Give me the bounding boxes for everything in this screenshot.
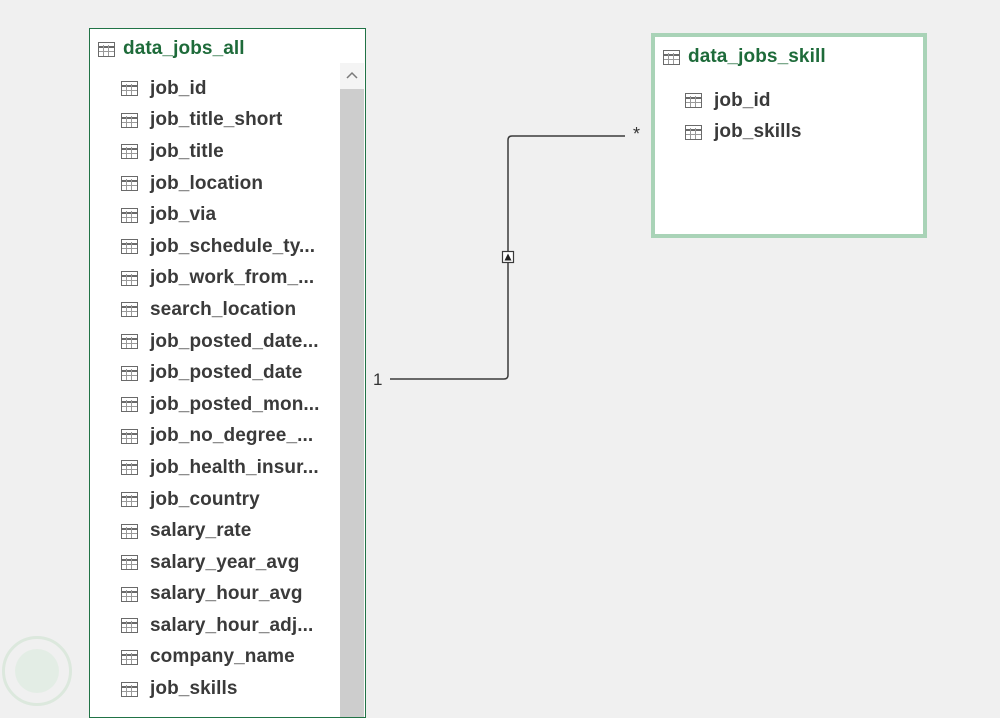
table-title: data_jobs_skill — [688, 46, 826, 67]
relationship-many-label: * — [633, 124, 641, 144]
field-label: job_id — [714, 89, 771, 111]
field-table-icon — [121, 492, 138, 508]
field-label: job_health_insur... — [150, 456, 319, 478]
field-row[interactable]: job_health_insur... — [121, 452, 320, 484]
relationship-line[interactable] — [390, 135, 625, 380]
field-list: job_id job_skills — [685, 85, 802, 148]
table-header[interactable]: data_jobs_all — [98, 37, 245, 61]
watermark-logo — [2, 636, 72, 706]
field-table-icon — [121, 555, 138, 571]
field-table-icon — [121, 523, 138, 539]
field-row[interactable]: job_via — [121, 199, 320, 231]
field-label: job_title_short — [150, 109, 283, 131]
field-label: job_posted_date... — [150, 330, 319, 352]
table-header[interactable]: data_jobs_skill — [663, 45, 826, 69]
field-label: job_posted_date — [150, 362, 303, 384]
field-table-icon — [121, 239, 138, 255]
field-table-icon — [121, 176, 138, 192]
field-label: search_location — [150, 298, 297, 320]
field-label: job_work_from_... — [150, 267, 315, 289]
field-table-icon — [121, 460, 138, 476]
field-table-icon — [121, 81, 138, 97]
field-row[interactable]: job_country — [121, 484, 320, 516]
scroll-up-button[interactable] — [340, 63, 364, 87]
field-label: salary_year_avg — [150, 551, 300, 573]
field-row[interactable]: job_skills — [121, 673, 320, 705]
field-label: job_id — [150, 77, 207, 99]
field-table-icon — [121, 586, 138, 602]
field-label: salary_hour_avg — [150, 583, 303, 605]
field-table-icon — [121, 144, 138, 160]
field-row[interactable]: salary_rate — [121, 515, 320, 547]
field-label: job_schedule_ty... — [150, 235, 316, 257]
field-label: job_title — [150, 140, 224, 162]
field-list: job_id job_title_short job_title job_locati… — [121, 73, 320, 705]
field-label: job_posted_mon... — [150, 393, 320, 415]
field-label: job_country — [150, 488, 260, 510]
field-table-icon — [121, 207, 138, 223]
field-row[interactable]: job_posted_date... — [121, 326, 320, 358]
scroll-thumb[interactable] — [340, 89, 364, 717]
field-row[interactable]: salary_year_avg — [121, 547, 320, 579]
cross-filter-direction-icon — [501, 250, 515, 264]
field-table-icon — [121, 649, 138, 665]
field-row[interactable]: job_posted_date — [121, 357, 320, 389]
field-table-icon — [685, 93, 702, 109]
field-row[interactable]: company_name — [121, 642, 320, 674]
field-row[interactable]: job_id — [121, 73, 320, 105]
field-row[interactable]: job_title_short — [121, 105, 320, 137]
field-table-icon — [121, 681, 138, 697]
field-table-icon — [121, 112, 138, 128]
chevron-up-icon — [346, 71, 358, 79]
table-title: data_jobs_all — [123, 38, 245, 59]
field-row[interactable]: salary_hour_avg — [121, 579, 320, 611]
field-row[interactable]: salary_hour_adj... — [121, 610, 320, 642]
field-table-icon — [121, 302, 138, 318]
field-table-icon — [121, 270, 138, 286]
field-row[interactable]: job_schedule_ty... — [121, 231, 320, 263]
field-label: job_skills — [150, 678, 238, 700]
field-row[interactable]: job_posted_mon... — [121, 389, 320, 421]
field-label: job_no_degree_... — [150, 425, 314, 447]
field-table-icon — [685, 124, 702, 140]
field-label: job_location — [150, 172, 264, 194]
field-row[interactable]: job_work_from_... — [121, 263, 320, 295]
watermark-shield-icon — [15, 649, 59, 693]
field-table-icon — [121, 428, 138, 444]
field-label: salary_rate — [150, 520, 252, 542]
table-card-data-jobs-skill[interactable]: data_jobs_skill job_id job_skills — [651, 33, 927, 238]
field-table-icon — [121, 397, 138, 413]
relationship-one-label: 1 — [373, 370, 383, 389]
vertical-scrollbar[interactable] — [340, 63, 364, 717]
field-label: job_skills — [714, 121, 802, 143]
field-row[interactable]: job_location — [121, 168, 320, 200]
field-row[interactable]: job_title — [121, 136, 320, 168]
field-label: salary_hour_adj... — [150, 614, 314, 636]
table-card-data-jobs-all[interactable]: data_jobs_all job_id job_title_short job_t… — [89, 28, 366, 718]
field-row[interactable]: job_no_degree_... — [121, 421, 320, 453]
field-table-icon — [121, 334, 138, 350]
field-row[interactable]: job_id — [685, 85, 802, 117]
field-table-icon — [121, 618, 138, 634]
table-icon — [98, 41, 115, 57]
field-row[interactable]: job_skills — [685, 117, 802, 149]
table-icon — [663, 49, 680, 65]
field-table-icon — [121, 365, 138, 381]
field-label: company_name — [150, 646, 295, 668]
field-label: job_via — [150, 204, 217, 226]
field-row[interactable]: search_location — [121, 294, 320, 326]
